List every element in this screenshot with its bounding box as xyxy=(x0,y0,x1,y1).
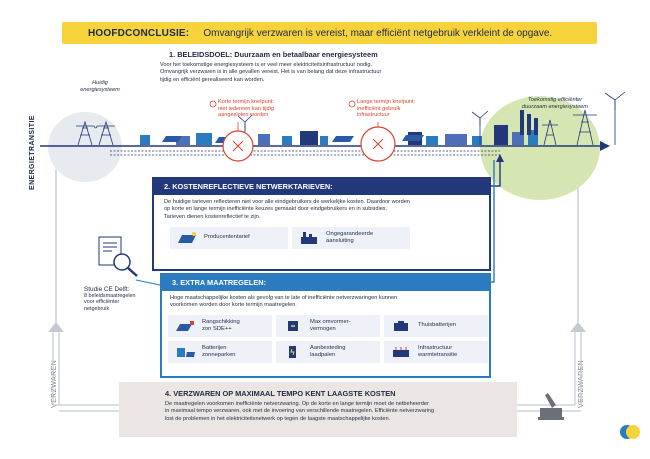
measure-label: Aanbesteding xyxy=(310,344,346,351)
measure-max-omvormer: Max omvormer-vermogen xyxy=(276,314,380,337)
section-3-line: Hoge maatschappelijke kosten als gevolg … xyxy=(170,295,398,301)
section-2-line: Tarieven dienen kostenreflectief te zijn… xyxy=(164,213,261,220)
charging-station-icon xyxy=(289,345,296,358)
bottleneck-short-title: Korte termijn knelpunt: xyxy=(218,99,274,105)
current-system-line: energiesysteem xyxy=(80,87,120,94)
up-arrowhead-right xyxy=(570,322,586,332)
connector-sec2 xyxy=(487,160,501,187)
section-4-verzwaren: 4. VERZWAREN OP MAXIMAAL TEMPO KENT LAAG… xyxy=(119,382,517,437)
measure-label: aansluiting xyxy=(326,237,354,244)
bottleneck-short-marker xyxy=(209,100,254,162)
bottleneck-long-marker xyxy=(348,100,396,162)
section-4-title: 4. VERZWAREN OP MAXIMAAL TEMPO KENT LAAG… xyxy=(165,389,396,398)
study-icon xyxy=(98,236,138,277)
solar-panel-icon xyxy=(178,231,196,243)
measure-label: Max omvormer- xyxy=(310,318,351,325)
solar-ranking-icon xyxy=(176,320,194,331)
factory xyxy=(520,110,538,135)
measure-label: zon SDE++ xyxy=(202,325,232,332)
section-1-title: 1. BELEIDSDOEL: Duurzaam en betaalbaar e… xyxy=(169,50,378,59)
logo xyxy=(620,425,640,439)
bottleneck-long-label: Lange termijn knelpunt: inefficiënt gebr… xyxy=(357,99,415,119)
future-system-bg xyxy=(480,96,600,200)
current-system-label: Huidig energiesysteem xyxy=(70,80,130,95)
bottleneck-short-line: niet iedereen kan tijdig xyxy=(218,105,274,112)
section-1-line: tijdig en efficiënt gerealiseerd kan wor… xyxy=(160,76,265,83)
measure-thuisbatterijen: Thuisbatterijen xyxy=(384,314,488,337)
measure-label: zonneparken xyxy=(202,351,236,358)
main-conclusion-text: Omvangrijk verzwaren is vereist, maar ef… xyxy=(203,27,553,39)
measure-label: Rangschikking xyxy=(202,318,240,325)
inverter-icon xyxy=(288,320,298,331)
measure-label: Batterijen xyxy=(202,344,227,351)
section-3-title: 3. EXTRA MAATREGELEN: xyxy=(162,275,489,291)
verzwaren-arrows xyxy=(52,330,582,412)
measure-ongegarandeerde-aansluiting: Ongegarandeerde aansluiting xyxy=(292,226,410,249)
measure-producententarief: Producententarief xyxy=(170,226,288,249)
future-system-label: Toekomstig efficiënter duurzaam energies… xyxy=(500,97,610,112)
section-2-line: op korte en lange termijn inefficiënte k… xyxy=(164,206,388,213)
home-battery-icon xyxy=(394,320,408,331)
measure-label: Ongegarandeerde xyxy=(326,230,374,237)
section-1-line: Omvangrijk verzwaren is in alle gevallen… xyxy=(160,69,382,76)
study-title: Studie CE Delft: xyxy=(84,286,130,293)
section-3-line: voorkomen worden door korte termijn maat… xyxy=(170,302,297,309)
section-1-policy-goal: 1. BELEIDSDOEL: Duurzaam en betaalbaar e… xyxy=(159,48,487,94)
section-3-extra-measures: 3. EXTRA MAATREGELEN: Hoge maatschappeli… xyxy=(160,273,491,378)
study-ce-delft: Studie CE Delft: 8 beleidsmaatregelen vo… xyxy=(84,286,156,312)
section-1-line: Voor het toekomstige energiesysteem is e… xyxy=(160,62,373,68)
section-2-title: 2. KOSTENREFLECTIEVE NETWERKTARIEVEN: xyxy=(154,179,489,195)
bottleneck-long-line: infrastructuur xyxy=(357,112,390,119)
measure-label: Producententarief xyxy=(204,234,250,241)
buildings xyxy=(140,125,538,145)
factory-icon xyxy=(301,231,317,244)
study-line: 8 beleidsmaatregelen xyxy=(84,293,136,299)
section-4-line: De maatregelen voorkomen inefficiënte ne… xyxy=(165,401,429,407)
bottleneck-long-line: inefficiënt gebruik xyxy=(357,105,401,112)
study-line: voor efficiënter xyxy=(84,299,120,306)
study-line: netgebruik xyxy=(84,305,110,312)
pylons-right xyxy=(542,109,597,146)
measure-label: warmtetransitie xyxy=(418,351,458,358)
measure-label: vermogen xyxy=(310,325,336,332)
main-conclusion-label: HOOFDCONCLUSIE: xyxy=(88,27,190,39)
bottleneck-short-label: Korte termijn knelpunt: niet iedereen ka… xyxy=(218,99,274,119)
measure-label: Thuisbatterijen xyxy=(418,322,457,329)
bottleneck-short-line: aangesloten worden xyxy=(218,112,269,119)
battery-solarpark-icon xyxy=(177,347,195,357)
section-4-line: lost de problemen in het elektriciteitsn… xyxy=(165,415,391,422)
timeline-arrowhead xyxy=(600,141,610,151)
current-system-line: Huidig xyxy=(92,80,108,86)
bottleneck-long-title: Lange termijn knelpunt: xyxy=(357,99,416,105)
heat-infrastructure-icon xyxy=(393,346,409,357)
measure-label: Infrastructuur xyxy=(418,344,453,351)
section-2-network-tariffs: 2. KOSTENREFLECTIEVE NETWERKTARIEVEN: De… xyxy=(152,177,491,271)
excavator-icon-right xyxy=(538,393,564,420)
measure-label: laadpalen xyxy=(310,351,336,358)
section-4-line: in maximaal tempo verzwaren, ook met de … xyxy=(165,408,435,415)
section-2-line: De huidige tarieven reflecteren niet voo… xyxy=(164,199,410,205)
main-conclusion-bar: HOOFDCONCLUSIE: Omvangrijk verzwaren is … xyxy=(62,22,597,44)
pylons-left xyxy=(76,120,115,146)
future-system-line: Toekomstig efficiënter xyxy=(527,97,583,103)
future-system-line: duurzaam energiesysteem xyxy=(522,104,588,111)
up-arrowhead-left xyxy=(48,322,64,332)
